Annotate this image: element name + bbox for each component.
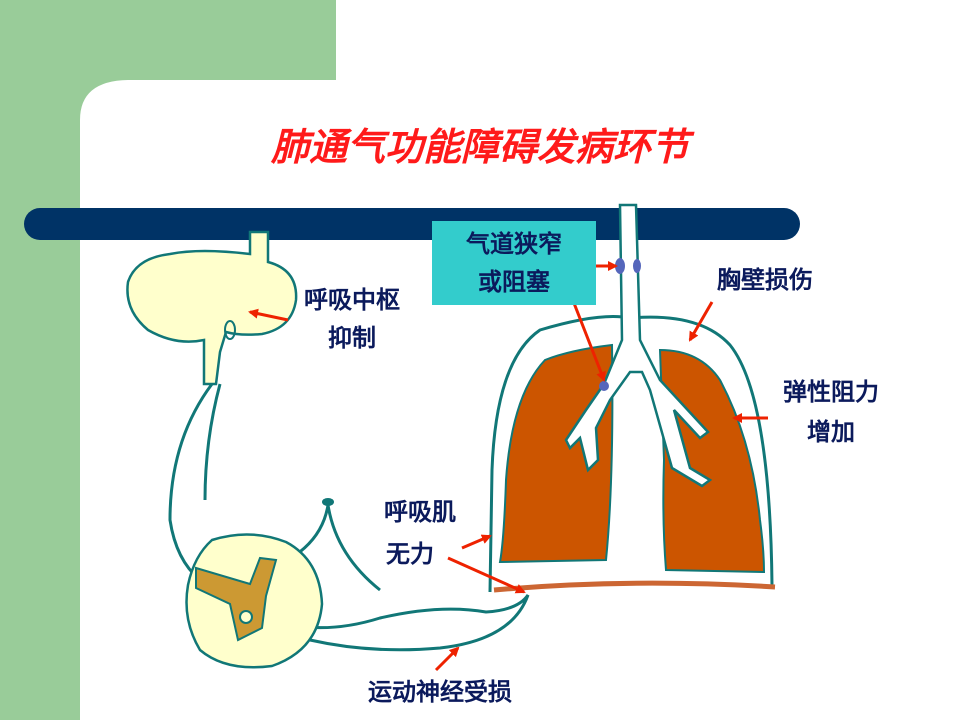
right-lung: [498, 343, 614, 564]
label-muscle-line2: 无力: [386, 540, 434, 568]
arrow-to-chest-wall: [688, 301, 714, 342]
airway-label-box: [432, 221, 596, 305]
label-muscle-line1: 呼吸肌: [384, 498, 456, 526]
nerve-branch-right: [203, 383, 222, 501]
brain: [126, 230, 298, 386]
label-center-line2: 抑制: [328, 324, 376, 352]
arrow-to-diaphragm: [447, 556, 526, 594]
label-elastic-line2: 增加: [807, 418, 855, 446]
label-center-line1: 呼吸中枢: [304, 286, 400, 314]
slide-title: 肺通气功能障碍发病环节: [270, 124, 689, 169]
spinal-grey-matter: [195, 556, 278, 642]
label-airway-line1: 气道狭窄: [466, 230, 562, 258]
arrow-to-bronchus: [570, 297, 606, 382]
respiratory-center: [224, 320, 236, 340]
spinal-canal: [239, 610, 253, 624]
label-airway-line2: 或阻塞: [478, 268, 550, 296]
nerve-pathway: [168, 383, 530, 652]
arrow-to-chest-muscle: [461, 534, 492, 550]
airway-obstruction-upper-right: [633, 259, 641, 273]
label-motor-nerve: 运动神经受损: [368, 678, 512, 706]
nerve-ending: [322, 498, 334, 506]
label-elastic-line1: 弹性阻力: [783, 378, 879, 406]
arrow-to-motor-nerve: [434, 646, 460, 672]
label-chest-wall: 胸壁损伤: [717, 266, 813, 294]
left-lung: [658, 348, 766, 574]
divider-bar: [24, 208, 800, 240]
airway-obstruction-upper-left: [615, 258, 625, 274]
airway-obstruction-bronchus: [599, 381, 609, 391]
arrow-to-respiratory-center: [248, 308, 289, 322]
diaphragm: [493, 580, 776, 593]
trachea-bronchial-tree: [564, 203, 713, 488]
